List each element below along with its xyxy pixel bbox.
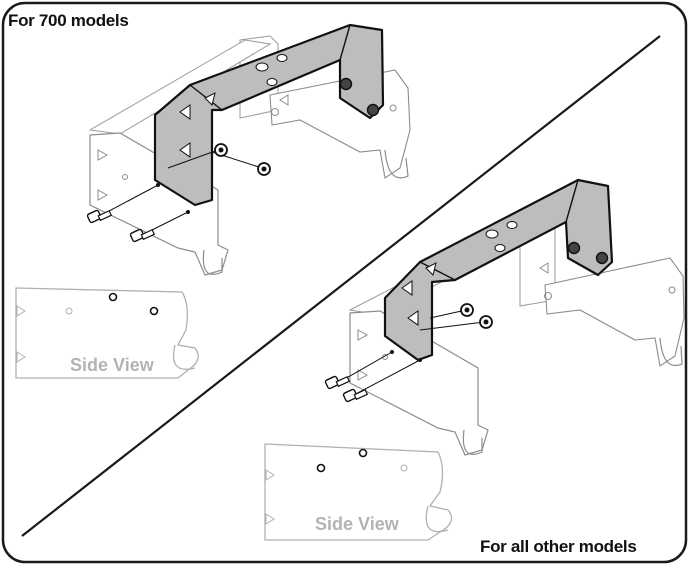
assembly-other-models <box>324 178 685 456</box>
label-700-models: For 700 models <box>8 11 129 30</box>
hole-700-d <box>156 183 160 187</box>
top-rail-700 <box>88 39 272 135</box>
bracket-700-hole-a <box>255 62 269 72</box>
side-view-1-tab-b <box>16 351 26 363</box>
side-view-1-hole-b <box>108 292 118 302</box>
bracket-700-tab-c <box>204 92 216 106</box>
u-bracket-other-fold <box>419 179 579 281</box>
side-view-1-tab-a <box>16 305 26 317</box>
nut-700-b <box>366 103 380 117</box>
side-view-1-hole-c <box>149 306 159 316</box>
screw-other-a <box>324 375 351 390</box>
side-view-2-tab-a <box>265 469 275 481</box>
hole-other-b <box>668 286 676 294</box>
side-view-2-hole-c <box>400 464 408 472</box>
right-mount-plate-other <box>544 257 685 367</box>
side-view-label-1: Side View <box>70 355 154 375</box>
bracket-other-tab-b <box>407 310 419 326</box>
screw-700-a <box>86 209 113 224</box>
label-other-models: For all other models <box>480 537 637 556</box>
bracket-other-tab-c <box>425 262 437 276</box>
bracket-other-hole-a <box>485 229 499 239</box>
nut-700-c-in <box>218 147 224 153</box>
side-view-2-hole-b <box>358 448 368 458</box>
u-bracket-700 <box>153 23 385 207</box>
tab-700-c <box>97 189 109 201</box>
side-view-1-hook <box>172 344 196 370</box>
nut-700-a <box>339 77 353 91</box>
nut-other-c-in <box>464 307 470 313</box>
bracket-other-hole-c <box>494 244 506 252</box>
bracket-700-tab-a <box>179 104 191 120</box>
bracket-700-hole-c <box>266 78 278 86</box>
bracket-700-tab-b <box>179 142 191 158</box>
tab-other-c <box>357 369 369 381</box>
screw-line-other-c <box>419 321 485 331</box>
screw-line-700-d <box>167 149 219 169</box>
hole-other-e <box>418 358 422 362</box>
hole-other-d <box>390 350 394 354</box>
tab-other-b <box>357 329 369 341</box>
screw-line-other-d <box>429 309 467 319</box>
nut-other-a <box>567 241 581 255</box>
side-view-2-hole-a <box>316 463 326 473</box>
hole-other-a <box>544 292 552 300</box>
nut-700-d-in <box>261 166 267 172</box>
side-view-2-hook <box>425 505 449 533</box>
screw-other-b <box>342 388 369 403</box>
hole-700-e <box>186 210 190 214</box>
tab-700-a <box>279 94 289 106</box>
bracket-other-hole-b <box>506 221 518 229</box>
front-hook-other <box>462 429 483 455</box>
diagonal-divider <box>21 35 661 537</box>
side-view-panel-1 <box>15 287 199 379</box>
nut-other-b <box>595 251 609 265</box>
screw-700-b <box>129 228 156 243</box>
tab-other-a <box>539 262 549 274</box>
nut-other-d-in <box>483 319 489 325</box>
bracket-700-hole-b <box>276 54 288 62</box>
right-hook-other <box>659 337 683 366</box>
side-view-label-2: Side View <box>315 514 399 534</box>
side-view-panel-2 <box>264 443 453 541</box>
tab-700-b <box>97 149 109 161</box>
hole-700-b <box>389 104 397 112</box>
right-hook-700 <box>384 149 409 179</box>
front-hook-700 <box>202 249 223 275</box>
assembly-700-models <box>86 23 411 276</box>
side-view-2-tab-b <box>265 513 275 525</box>
side-view-1-hole-a <box>65 307 73 315</box>
bracket-other-tab-a <box>401 280 413 296</box>
hole-700-a <box>271 108 279 116</box>
hole-700-c <box>122 174 128 180</box>
